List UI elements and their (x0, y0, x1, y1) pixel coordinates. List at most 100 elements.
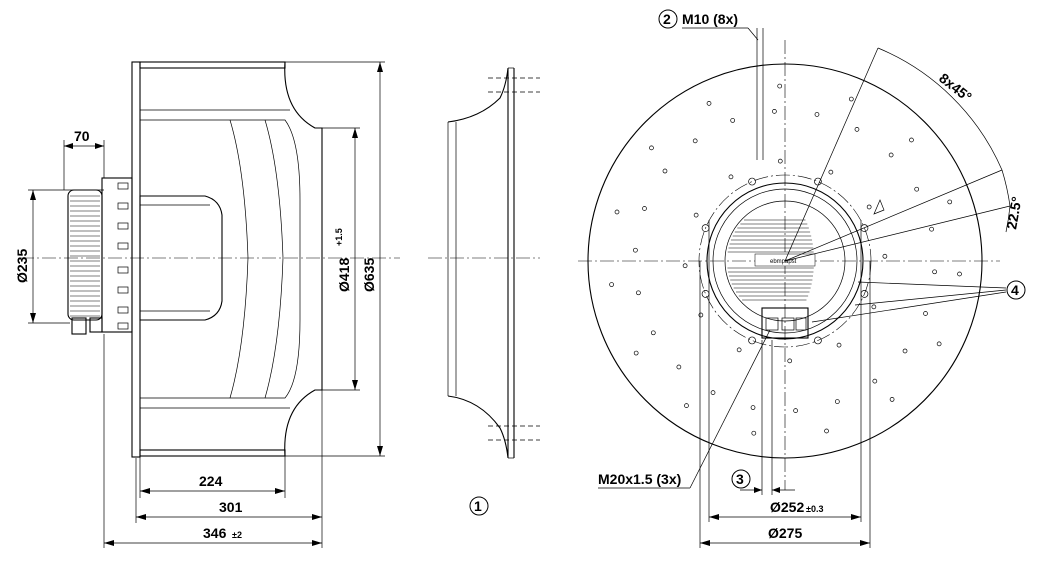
dim-d252: Ø252 (770, 499, 804, 515)
rivet (866, 204, 872, 210)
motor-flange (101, 177, 133, 333)
motor-cooling-fins (727, 219, 814, 301)
arrow (352, 128, 358, 138)
rivet (736, 347, 742, 353)
arrow (352, 380, 358, 390)
rivet (649, 145, 654, 151)
callout-3-circle (731, 469, 751, 489)
arrow (851, 514, 861, 520)
arrow (95, 143, 104, 149)
arrow (377, 62, 383, 72)
callout-3: 3 (736, 471, 744, 487)
rivet (772, 109, 777, 114)
motor-housing (67, 189, 103, 321)
brand-logo: ebmpapst (770, 259, 797, 265)
rivet (848, 96, 854, 102)
callout-2-circle (658, 9, 678, 29)
mount-hole (814, 336, 822, 345)
cable-gland (71, 317, 87, 335)
dim-d418: Ø418 (336, 258, 352, 292)
shroud-bottom (139, 449, 286, 457)
rivet (662, 168, 668, 174)
mounting-holes (701, 177, 869, 345)
rivet (787, 358, 793, 364)
rivet (676, 364, 682, 370)
gland (765, 317, 779, 331)
mount-hole (814, 177, 822, 186)
rivet (684, 403, 689, 408)
rivet (633, 247, 638, 253)
arrow (140, 488, 150, 494)
dim-301-label: 301 (219, 499, 243, 515)
rivet (751, 430, 757, 436)
rivet (957, 271, 962, 277)
rivet (692, 138, 698, 144)
rivet (728, 174, 734, 180)
arrow (136, 514, 146, 520)
mount-hole (701, 290, 710, 298)
angle-ray-1 (784, 47, 879, 262)
angle-ray-3 (784, 205, 1011, 262)
callout-4-circle (1006, 280, 1026, 300)
arrow (700, 540, 710, 546)
rivet (777, 83, 783, 89)
bolt (117, 266, 129, 274)
rivet (777, 158, 783, 164)
rivet (871, 304, 877, 310)
front-view: ebmpapst 8x45° 22.5° 2 M10 (8x) 4 M20x1.… (578, 9, 1026, 548)
terminal-box (761, 307, 809, 339)
rivet (682, 263, 688, 269)
rivet (793, 408, 798, 413)
rivet (902, 348, 908, 354)
impeller-disc (587, 63, 983, 459)
mount-hole (860, 224, 869, 232)
bolt (117, 182, 129, 190)
arrow (377, 446, 383, 456)
rivet (936, 341, 942, 347)
arrow (772, 487, 780, 493)
rivet (882, 253, 888, 259)
rivet (824, 428, 829, 434)
leader-4c (811, 291, 1007, 323)
dim-224-label: 224 (199, 473, 223, 489)
arrow (275, 488, 285, 494)
arrow (312, 514, 322, 520)
m10-leader (747, 27, 759, 41)
rivet (828, 169, 834, 175)
callout-2: 2 (663, 11, 671, 27)
rotor-hub (139, 195, 223, 321)
bolt (117, 202, 129, 210)
rivet (730, 118, 736, 123)
angle-ray-2 (784, 169, 1003, 262)
dim-346-tol: ±2 (232, 530, 242, 540)
mount-hole (748, 336, 756, 345)
side-view: Ø635 Ø418 +1.5 Ø235 70 224 (14, 61, 400, 548)
arrow (64, 143, 73, 149)
gland (795, 317, 807, 331)
rivet (750, 405, 756, 410)
arrow (104, 540, 114, 546)
arrow (709, 514, 719, 520)
rivet (929, 226, 934, 232)
leader-4b (854, 289, 1007, 306)
rivet (710, 390, 716, 395)
rivet (609, 282, 614, 287)
rivet (923, 311, 928, 316)
rivet (932, 269, 937, 275)
motor-bolts (117, 182, 129, 330)
dim-d418-tol: +1.5 (334, 228, 344, 246)
rivet (889, 397, 895, 402)
rivet (854, 127, 860, 132)
motor-body (724, 200, 846, 322)
rivet (693, 212, 699, 218)
impeller-outline (140, 119, 301, 399)
arc-8x45 (877, 47, 1003, 171)
arrow (30, 190, 36, 200)
bolt (117, 242, 129, 250)
dim-70-label: 70 (74, 128, 90, 144)
back-plate (131, 61, 141, 458)
inlet-ring-view: 1 (428, 67, 540, 516)
bolt (117, 286, 129, 294)
cable-gland-2 (89, 317, 103, 333)
